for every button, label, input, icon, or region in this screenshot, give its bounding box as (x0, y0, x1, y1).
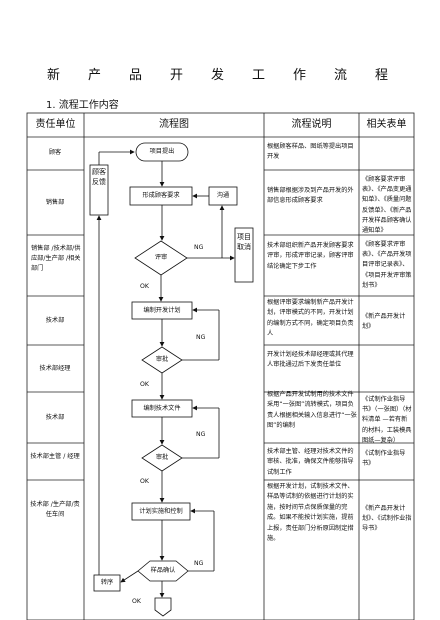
desc-cell: 技术部主管、经理对技术文件的审核、批准，确保文件能够指导试制工作 (267, 448, 354, 476)
title-char: 工 (252, 68, 266, 83)
ng-tag: NG (196, 334, 206, 341)
cancel-box (234, 227, 254, 283)
docs-label: 编制技术文件 (143, 405, 181, 412)
form-cell: 《新产品开发计划》 (362, 313, 406, 331)
feedback-label: 顾客反馈 (92, 168, 106, 186)
desc-cell: 技术部组织新产品开发顾客要求评审，形成评审记录，顾客评审结论确定下步工作 (267, 242, 354, 270)
review-label: 评审 (154, 254, 168, 261)
implement-label: 计划实施和控制 (139, 508, 183, 515)
header-flow: 流程图 (159, 119, 189, 130)
header-unit: 责任单位 (35, 119, 76, 130)
title-char: 开 (170, 68, 184, 83)
approve-1-label: 审批 (155, 356, 169, 363)
ok-tag: OK (140, 478, 149, 485)
form-cell: 《新产品开发计划》、《试制作业指导书》 (362, 505, 412, 533)
unit-cell: 顾客 (48, 149, 62, 156)
approve-2-label: 审批 (155, 454, 169, 461)
form-cell: 《顾客要求评审表》、《产品开发项目评审记录表》、《项目开发评审策划书》 (362, 241, 412, 289)
cancel-label: 项目取消 (237, 233, 251, 251)
start-label: 项目提出 (149, 148, 175, 155)
header-form: 相关表单 (366, 119, 407, 130)
ng-tag: NG (194, 560, 204, 567)
implement-box (131, 502, 191, 521)
title-char: 流 (334, 68, 348, 83)
sample-label: 样品确认 (150, 567, 176, 574)
desc-cell: 销售部根据涉及到产品开发的外部信息形成顾客要求 (267, 187, 354, 205)
title-char: 品 (129, 68, 143, 83)
end-connector (154, 597, 172, 617)
desc-cell: 根据顾客样品、图纸等提出项目开发 (267, 143, 354, 161)
title-char: 产 (88, 68, 102, 83)
transfer-box (93, 574, 121, 592)
ok-tag: OK (132, 598, 141, 605)
ng-tag: NG (196, 431, 206, 438)
ng-tag: NG (194, 244, 204, 251)
title-char: 发 (211, 68, 225, 83)
ok-tag: OK (140, 283, 149, 290)
title-char: 新 (47, 68, 61, 83)
requirements-box (129, 186, 193, 206)
desc-cell: 根据评审要求编制新产品开发计划，评审模式的不同，开发计划的编制方式不同，确定项目… (267, 299, 354, 338)
section-heading: 1. 流程工作内容 (46, 100, 119, 111)
requirements-label: 形成顾客要求 (142, 192, 180, 199)
form-cell: 《试制作业指导书》 (362, 450, 406, 468)
title-char: 作 (293, 68, 307, 83)
ok-tag: OK (140, 381, 149, 388)
unit-cell: 技术部 (45, 317, 65, 324)
unit-cell: 技术部 /生产部/责任车间 (30, 501, 80, 518)
plan-label: 编制开发计划 (143, 307, 181, 314)
unit-cell: 技术部 (45, 414, 65, 421)
title-char: 程 (375, 68, 389, 83)
unit-cell: 销售部 /技术部/供应部/生产部 /相关部门 (31, 245, 81, 272)
desc-cell: 根据开发计划，试制技术文件、样品等试制的依据进行计划的实施，按时间节点保质保量的… (267, 483, 354, 543)
header-desc: 流程说明 (291, 119, 332, 130)
unit-cell: 技术部经理 (39, 365, 71, 372)
communicate-label: 沟通 (216, 192, 230, 199)
unit-cell: 技术部主管 / 经理 (30, 453, 80, 460)
form-cell: 《顾客要求评审表》、《产品变更通知单》、《质量问题反馈单》、《新产品开发样品顾客… (362, 176, 412, 235)
form-cell: 《试制作业指导书》（一张图）（材料清单 —若有新的材料，工装模具图纸—复杂） (362, 396, 412, 444)
desc-cell: 根据产品开发试制用的技术文件采用“一张图”流转模式，项目负责人根据相关输入信息进… (267, 391, 357, 430)
unit-cell: 销售部 (45, 199, 65, 206)
desc-cell: 开发计划经技术部经理或其代理人审批通过后下发责任单位 (267, 351, 354, 369)
transfer-label: 转序 (100, 579, 114, 586)
